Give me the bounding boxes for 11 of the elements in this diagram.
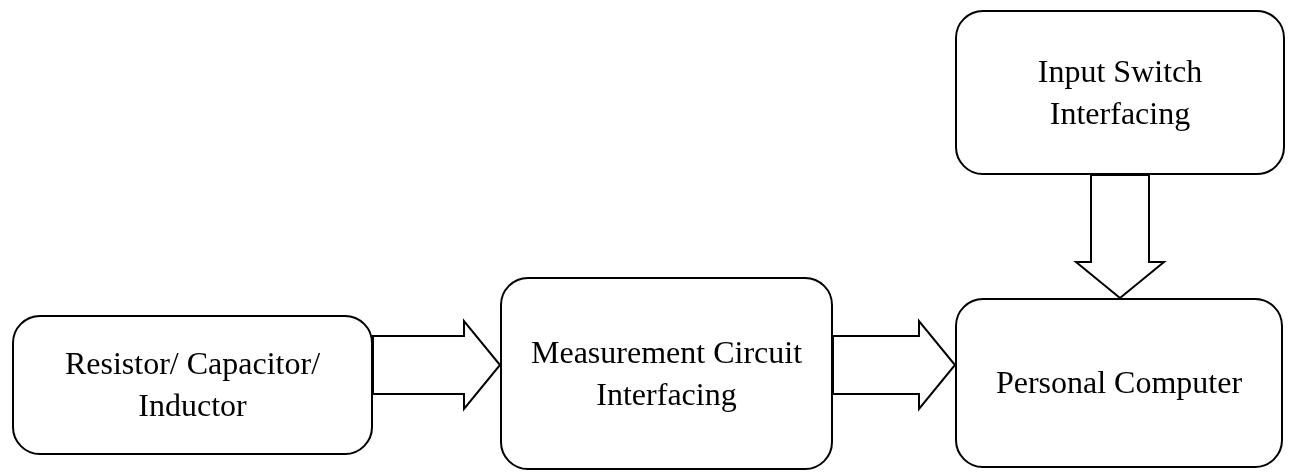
box-label: Resistor/ Capacitor/ Inductor — [63, 344, 322, 425]
box-label: Input Switch Interfacing — [1036, 51, 1204, 133]
block-arrow — [372, 318, 502, 412]
process-box — [12, 315, 373, 455]
box-label: Personal Computer — [995, 363, 1243, 403]
block-arrow — [1073, 174, 1167, 300]
box-label: Measurement Circuit Interfacing — [530, 332, 803, 414]
process-box — [955, 298, 1283, 468]
block-arrow — [832, 318, 957, 412]
process-box — [500, 277, 833, 470]
process-box — [955, 10, 1285, 175]
